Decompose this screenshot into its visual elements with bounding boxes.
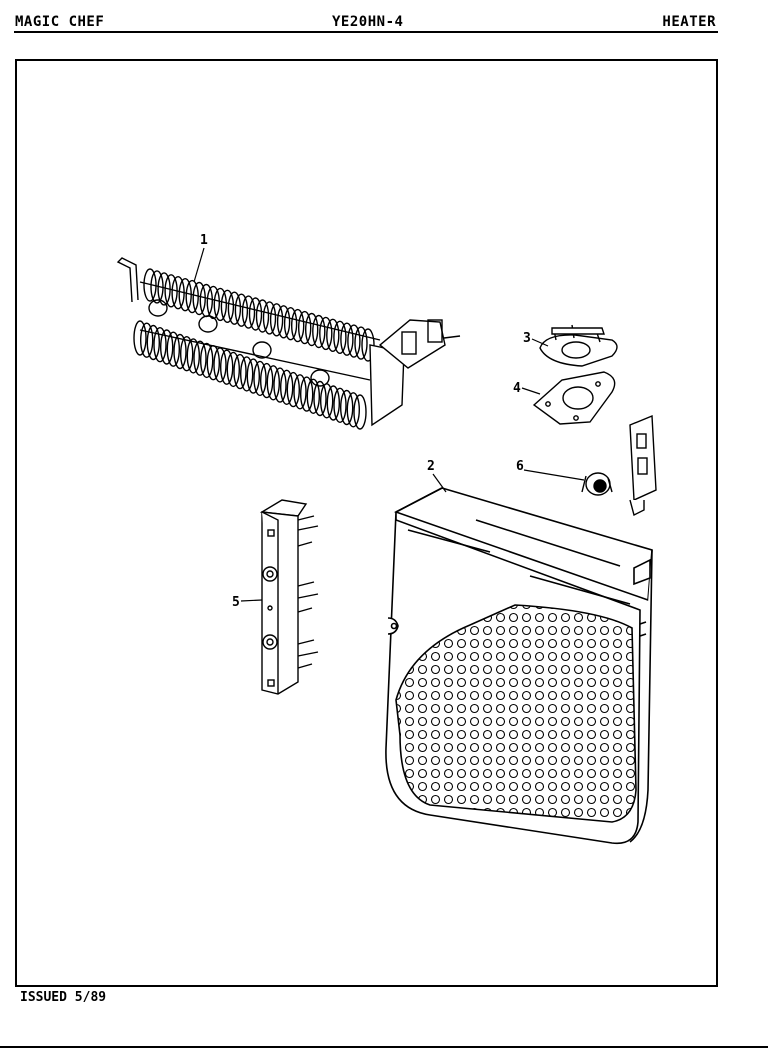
coil-loop [273, 367, 287, 403]
coil-loop [227, 291, 242, 325]
coil-loop [213, 287, 228, 322]
diagram-frame [15, 59, 718, 987]
leader-line-5 [240, 599, 263, 602]
model-number: YE20HN-4 [332, 14, 404, 30]
callout-4: 4 [513, 381, 521, 396]
leader-line-2 [432, 473, 447, 493]
coil-loop [150, 270, 164, 304]
callout-3: 3 [523, 331, 531, 346]
coil-loop [347, 324, 361, 358]
coil-loop [280, 369, 294, 405]
coil-loop [206, 345, 221, 381]
coil-loop [171, 276, 185, 310]
coil-loop [153, 327, 167, 363]
callout-1: 1 [200, 233, 208, 248]
leader-line-1 [193, 247, 205, 283]
callout-6: 6 [516, 459, 524, 474]
coil-loop [146, 324, 161, 361]
coil-loop [157, 272, 171, 306]
coil-loop [253, 360, 267, 397]
section-title: HEATER [662, 14, 716, 30]
coil-loop [143, 268, 157, 302]
heating-element-coil-icon [116, 257, 461, 430]
coil-loop [226, 351, 241, 388]
coil-loop [234, 293, 249, 327]
coil-loop [276, 305, 291, 339]
coil-loop [159, 329, 174, 365]
footer-rule [0, 1046, 768, 1048]
coil-loop [291, 308, 305, 343]
coil-loop [340, 322, 354, 356]
coil-loop [239, 356, 254, 392]
leader-line-3 [531, 338, 549, 347]
brand-name: MAGIC CHEF [15, 14, 105, 30]
coil-loop [262, 301, 277, 335]
coil-loop [340, 389, 354, 426]
coil-loop [319, 316, 333, 351]
coil-loop [293, 374, 307, 410]
coil-loop [312, 314, 326, 349]
coil-loop [186, 338, 201, 374]
coil-loop [255, 299, 270, 333]
heater-housing-icon [385, 487, 653, 845]
header-rule [14, 31, 718, 33]
coil-loop [333, 387, 347, 423]
thermostat-mounting-plate-icon [532, 371, 616, 425]
coil-loop [246, 358, 261, 394]
coil-loop [199, 342, 214, 379]
coil-loop [219, 349, 234, 385]
coil-loop [166, 331, 181, 367]
issued-date: ISSUED 5/89 [20, 990, 107, 1005]
leader-line-6 [523, 469, 585, 481]
terminal-block-icon [259, 499, 319, 695]
coil-loop [266, 365, 280, 401]
thermostat-icon [539, 324, 618, 367]
leader-line-4 [521, 387, 541, 395]
coil-loop [213, 347, 227, 383]
coil-loop [283, 307, 298, 341]
coil-loop [269, 303, 284, 337]
coil-loop [353, 394, 367, 430]
coil-loop [354, 326, 368, 360]
coil-loop [178, 278, 192, 312]
coil-loop [326, 318, 340, 352]
thermal-fuse-icon [581, 414, 657, 517]
coil-loop [333, 320, 347, 354]
coil-loop [220, 289, 235, 323]
coil-loop [300, 376, 314, 412]
coil-loop [260, 362, 274, 399]
coil-loop [139, 322, 154, 358]
coil-loop [286, 371, 300, 408]
coil-loop [193, 340, 207, 376]
coil-loop [241, 295, 256, 329]
callout-5: 5 [232, 595, 240, 610]
callout-2: 2 [427, 459, 435, 474]
coil-loop [164, 274, 178, 308]
coil-loop [192, 281, 206, 316]
coil-loop [306, 378, 320, 414]
coil-loop [185, 279, 199, 314]
coil-loop [248, 297, 263, 331]
coil-loop [346, 392, 360, 428]
coil-loop [326, 385, 340, 421]
coil-loop [133, 320, 147, 356]
coil-loop [305, 312, 319, 347]
coil-loop [313, 380, 327, 417]
coil-loop [173, 333, 187, 370]
coil-loop [206, 285, 221, 320]
coil-loop [233, 353, 247, 390]
coil-loop [361, 328, 375, 362]
coil-loop [298, 310, 312, 345]
coil-loop [179, 336, 194, 372]
